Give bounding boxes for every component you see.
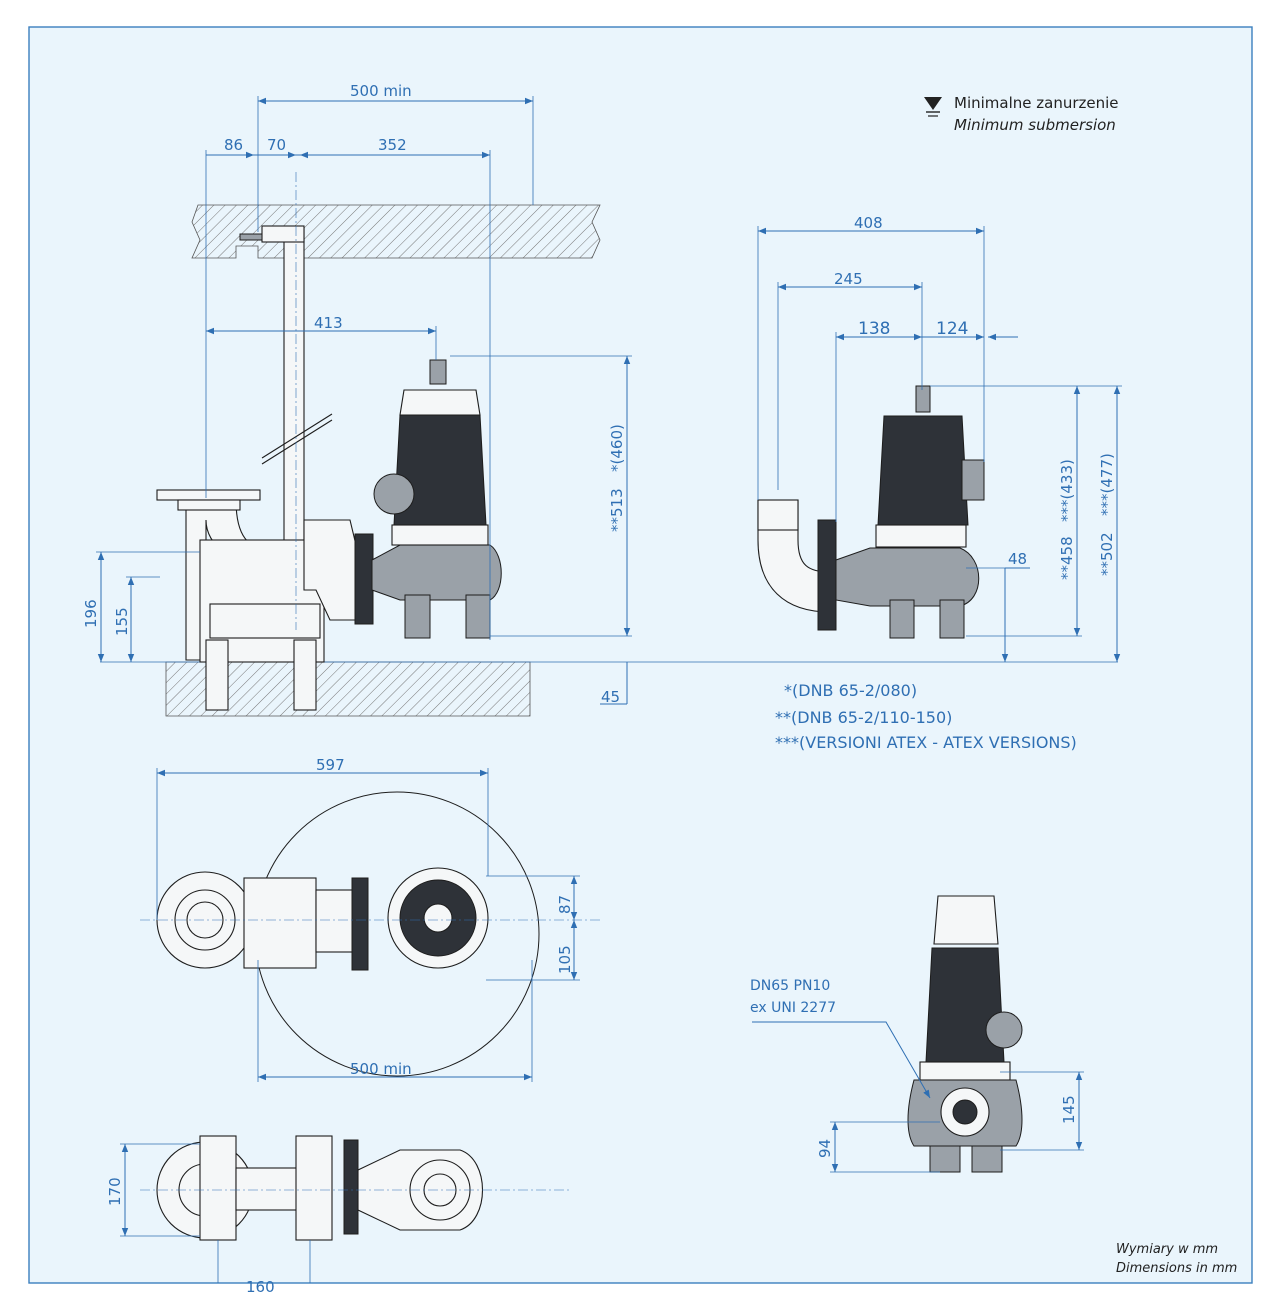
coupling-foot	[303, 519, 357, 621]
dim-477: ***(477)	[1098, 453, 1116, 516]
dim-145: 145	[1060, 1095, 1078, 1124]
bottom-view-dimensions: 170 160	[106, 1143, 311, 1296]
pump-volute	[371, 544, 502, 601]
motor-flange	[391, 524, 489, 546]
dim-87: 87	[556, 895, 574, 914]
dim-597: 597	[316, 756, 345, 774]
flange-label-line-2: ex UNI 2277	[750, 1000, 836, 1016]
dim-48: 48	[1008, 550, 1027, 568]
units-note: Wymiary w mm Dimensions in mm	[1116, 1242, 1237, 1276]
version-notes: *(DNB 65-2/080) **(DNB 65-2/110-150) ***…	[775, 681, 1077, 752]
dim-196: 196	[82, 599, 100, 628]
dim-124: 124	[936, 319, 968, 339]
dim-94: 94	[816, 1139, 834, 1158]
dim-138: 138	[858, 319, 890, 339]
freestanding-dimensions: 408 245 138 124 **458 ***(433) **502 ***…	[757, 214, 1122, 662]
motor-housing-front	[925, 947, 1005, 1063]
freestanding-view	[757, 385, 985, 639]
note-3: ***(VERSIONI ATEX - ATEX VERSIONS)	[775, 733, 1077, 752]
bottom-view	[140, 1135, 572, 1241]
flange-label-line-1: DN65 PN10	[750, 978, 830, 994]
top-view-dimensions: 597 87 105 500 min	[156, 756, 580, 1082]
note-1: *(DNB 65-2/080)	[784, 681, 917, 700]
dim-86: 86	[224, 136, 243, 154]
minimum-submersion-symbol	[924, 97, 942, 117]
dim-500-min-bottom: 500 min	[350, 1060, 412, 1078]
dim-502: **502	[1098, 532, 1116, 576]
dim-155: 155	[113, 607, 131, 636]
dim-408: 408	[854, 214, 883, 232]
dim-245: 245	[834, 270, 863, 288]
note-2: **(DNB 65-2/110-150)	[775, 708, 952, 727]
side-view-dimensions: 500 min 86 70 352 413 **513 *(460) 45 19…	[82, 82, 632, 706]
dim-458: **458	[1058, 536, 1076, 580]
dim-460: *(460)	[608, 424, 626, 472]
motor-housing-right	[877, 415, 969, 526]
units-line-2: Dimensions in mm	[1116, 1261, 1237, 1276]
dim-352: 352	[378, 136, 407, 154]
dim-105: 105	[556, 945, 574, 974]
junction-box	[373, 473, 415, 515]
units-line-1: Wymiary w mm	[1116, 1242, 1218, 1257]
top-view	[140, 791, 600, 1077]
front-view-dimensions: DN65 PN10 ex UNI 2277 145 94	[750, 978, 1084, 1173]
guide-pipe	[283, 227, 305, 569]
dim-433: ***(433)	[1058, 459, 1076, 522]
side-view-installation	[100, 172, 1118, 717]
legend-line-2: Minimum submersion	[954, 116, 1116, 134]
dim-170: 170	[106, 1177, 124, 1206]
cable-gland	[961, 459, 985, 501]
dim-513: **513	[608, 488, 626, 532]
flange-dn65	[817, 519, 837, 631]
pump-volute-right	[835, 547, 980, 607]
minimum-submersion-legend: Minimalne zanurzenie Minimum submersion	[924, 94, 1119, 134]
dim-160-partial: 160	[246, 1278, 275, 1296]
dim-413: 413	[314, 314, 343, 332]
dim-45: 45	[601, 688, 620, 706]
dim-500-min-top: 500 min	[350, 82, 412, 100]
front-view	[907, 895, 1023, 1173]
dim-70: 70	[267, 136, 286, 154]
legend-line-1: Minimalne zanurzenie	[954, 94, 1119, 112]
